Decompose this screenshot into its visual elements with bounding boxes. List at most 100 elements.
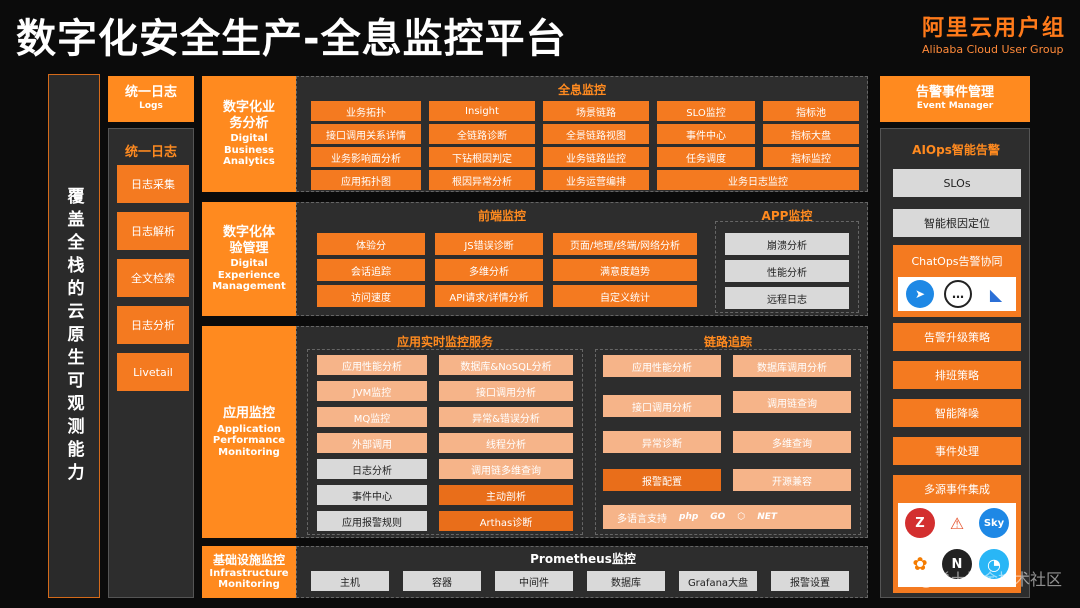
front-item-3[interactable]: 会话追踪 — [317, 259, 425, 281]
business-item-6[interactable]: 全链路诊断 — [429, 124, 535, 144]
event-item-1[interactable]: 排班策略 — [893, 361, 1021, 389]
log-item-4[interactable]: Livetail — [117, 353, 189, 391]
business-item-13[interactable]: 任务调度 — [657, 147, 755, 167]
business-item-11[interactable]: 下钻根因判定 — [429, 147, 535, 167]
business-item-7[interactable]: 全景链路视图 — [543, 124, 649, 144]
front-item-8[interactable]: 自定义统计 — [553, 285, 697, 307]
app-monitor-box — [715, 221, 859, 313]
business-item-16[interactable]: 根因异常分析 — [429, 170, 535, 190]
fullstack-banner-text: 覆盖全栈的云原生可观测能力 — [63, 186, 84, 486]
business-item-10[interactable]: 业务影响面分析 — [311, 147, 421, 167]
front-item-0[interactable]: 体验分 — [317, 233, 425, 255]
log-item-1[interactable]: 日志解析 — [117, 212, 189, 250]
experience-header-cn: 数字化体验管理 — [222, 225, 275, 256]
trace-right-0[interactable]: 数据库调用分析 — [733, 355, 851, 377]
business-item-15[interactable]: 应用拓扑图 — [311, 170, 421, 190]
business-item-17[interactable]: 业务运营编排 — [543, 170, 649, 190]
trace-left-0[interactable]: 应用性能分析 — [603, 355, 721, 377]
front-item-1[interactable]: JS错误诊断 — [435, 233, 543, 255]
realtime-left-0[interactable]: 应用性能分析 — [317, 355, 427, 375]
log-item-3[interactable]: 日志分析 — [117, 306, 189, 344]
log-item-2[interactable]: 全文检索 — [117, 259, 189, 297]
event-header: 告警事件管理 Event Manager — [880, 76, 1030, 122]
infra-item-1[interactable]: 容器 — [403, 571, 481, 591]
app-item-0[interactable]: 崩溃分析 — [725, 233, 849, 255]
app-item-1[interactable]: 性能分析 — [725, 260, 849, 282]
language-logo-icon: GO — [710, 512, 726, 522]
business-item-0[interactable]: 业务拓扑 — [311, 101, 421, 121]
realtime-right-6[interactable]: Arthas诊断 — [439, 511, 573, 531]
app-item-2[interactable]: 远程日志 — [725, 287, 849, 309]
front-monitor-title: 前端监控 — [477, 209, 526, 223]
realtime-box — [307, 349, 583, 535]
business-item-8[interactable]: 事件中心 — [657, 124, 755, 144]
business-item-2[interactable]: 场景链路 — [543, 101, 649, 121]
slos-button[interactable]: SLOs — [893, 169, 1021, 197]
brand-logo: 阿里云用户组 Alibaba Cloud User Group — [922, 10, 1066, 56]
infra-header-en: Infrastructure Monitoring — [209, 567, 289, 591]
front-item-6[interactable]: 访问速度 — [317, 285, 425, 307]
lark-icon: ◣ — [982, 280, 1010, 308]
root-cause-button[interactable]: 智能根因定位 — [893, 209, 1021, 237]
event-item-3[interactable]: 事件处理 — [893, 437, 1021, 465]
realtime-right-3[interactable]: 线程分析 — [439, 433, 573, 453]
skywalking-icon: Sky — [979, 508, 1009, 538]
front-item-4[interactable]: 多维分析 — [435, 259, 543, 281]
integration-logos: Z ⚠ Sky ✿ N ◔ — [898, 503, 1016, 587]
event-item-0[interactable]: 告警升级策略 — [893, 323, 1021, 351]
infra-item-5[interactable]: 报警设置 — [771, 571, 849, 591]
infra-header-cn: 基础设施监控 — [212, 553, 285, 568]
multi-language-label: 多语言支持 — [617, 513, 667, 525]
multi-source-card[interactable]: 多源事件集成 Z ⚠ Sky ✿ N ◔ — [893, 475, 1021, 593]
front-item-7[interactable]: API请求/详情分析 — [435, 285, 543, 307]
trace-right-3[interactable]: 开源兼容 — [733, 469, 851, 491]
realtime-left-2[interactable]: MQ监控 — [317, 407, 427, 427]
watermark-text: @稀土掘金技术社区 — [917, 570, 1062, 589]
prometheus-title: Prometheus监控 — [530, 552, 636, 566]
realtime-left-6[interactable]: 应用报警规则 — [317, 511, 427, 531]
realtime-right-0[interactable]: 数据库&NoSQL分析 — [439, 355, 573, 375]
zabbix-icon: Z — [905, 508, 935, 538]
business-item-3[interactable]: SLO监控 — [657, 101, 755, 121]
front-item-5[interactable]: 满意度趋势 — [553, 259, 697, 281]
front-item-2[interactable]: 页面/地理/终端/网络分析 — [553, 233, 697, 255]
infra-item-4[interactable]: Grafana大盘 — [679, 571, 757, 591]
realtime-left-3[interactable]: 外部调用 — [317, 433, 427, 453]
trace-left-2[interactable]: 异常诊断 — [603, 431, 721, 453]
realtime-left-4[interactable]: 日志分析 — [317, 459, 427, 479]
realtime-right-2[interactable]: 异常&错误分析 — [439, 407, 573, 427]
business-item-18[interactable]: 业务日志监控 — [657, 170, 859, 190]
realtime-left-1[interactable]: JVM监控 — [317, 381, 427, 401]
prometheus-icon: ⚠ — [942, 508, 972, 538]
realtime-right-1[interactable]: 接口调用分析 — [439, 381, 573, 401]
infra-panel: Prometheus监控 主机容器中间件数据库 Grafana大盘报警设置 — [296, 546, 868, 598]
realtime-left-5[interactable]: 事件中心 — [317, 485, 427, 505]
chatops-label: ChatOps告警协同 — [911, 255, 1003, 268]
cloud-monitor-icon: ◔ — [979, 549, 1009, 579]
infra-item-0[interactable]: 主机 — [311, 571, 389, 591]
business-item-14[interactable]: 指标监控 — [763, 147, 859, 167]
business-item-1[interactable]: Insight — [429, 101, 535, 121]
business-item-12[interactable]: 业务链路监控 — [543, 147, 649, 167]
realtime-right-4[interactable]: 调用链多维查询 — [439, 459, 573, 479]
business-item-4[interactable]: 指标池 — [763, 101, 859, 121]
business-item-9[interactable]: 指标大盘 — [763, 124, 859, 144]
infra-item-2[interactable]: 中间件 — [495, 571, 573, 591]
aiops-title: AIOps智能告警 — [912, 143, 1000, 157]
business-item-5[interactable]: 接口调用关系详情 — [311, 124, 421, 144]
trace-right-1[interactable]: 调用链查询 — [733, 391, 851, 413]
language-logo-icon: php — [679, 512, 699, 522]
brand-name-cn: 阿里云用户组 — [921, 16, 1066, 41]
trace-right-2[interactable]: 多维查询 — [733, 431, 851, 453]
trace-title: 链路追踪 — [703, 335, 752, 349]
chatops-card[interactable]: ChatOps告警协同 ➤ … ◣ — [893, 245, 1021, 317]
infra-item-3[interactable]: 数据库 — [587, 571, 665, 591]
trace-left-1[interactable]: 接口调用分析 — [603, 395, 721, 417]
event-item-2[interactable]: 智能降噪 — [893, 399, 1021, 427]
trace-left-3[interactable]: 报警配置 — [603, 469, 721, 491]
realtime-right-5[interactable]: 主动剖析 — [439, 485, 573, 505]
log-item-0[interactable]: 日志采集 — [117, 165, 189, 203]
